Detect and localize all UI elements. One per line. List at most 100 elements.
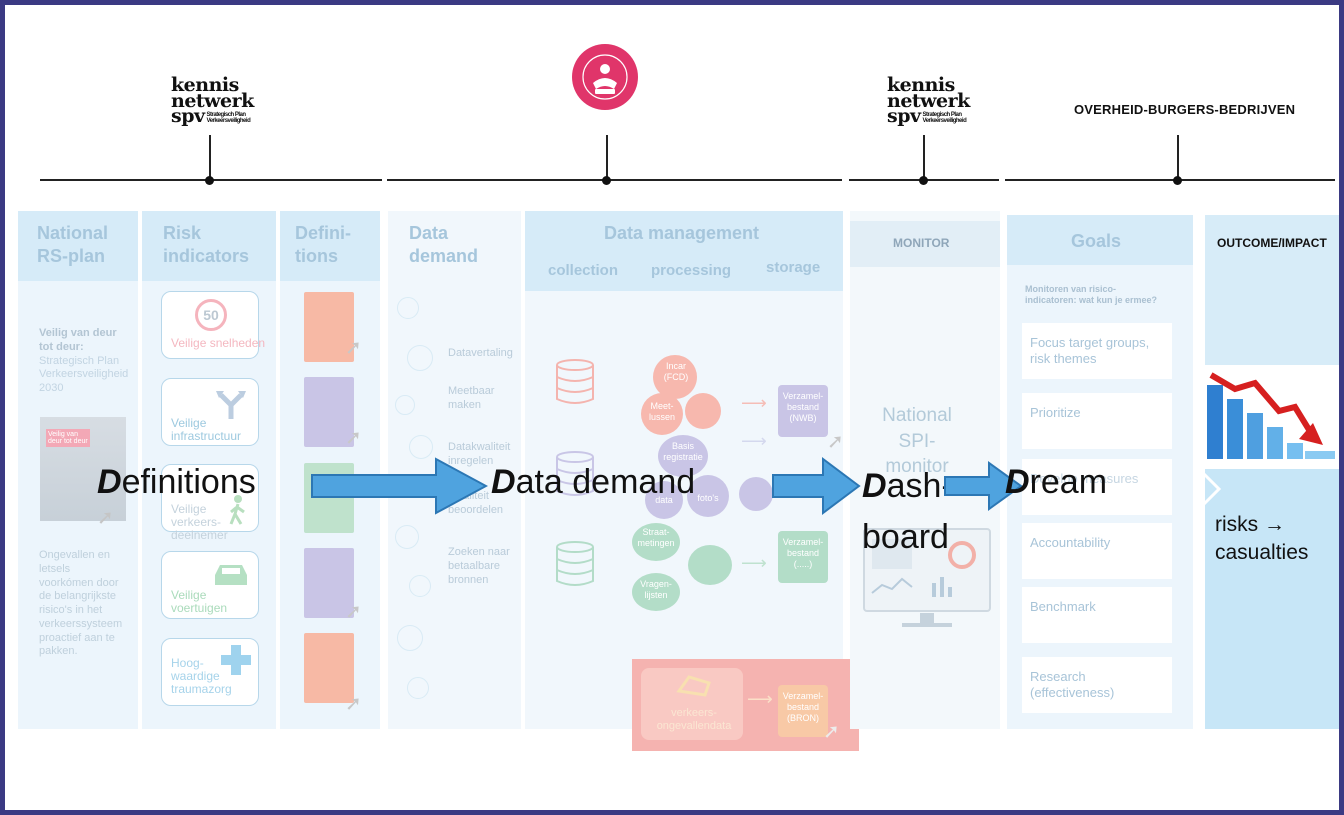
flow-arrow-icon: ⟶	[741, 553, 767, 573]
logo-sub: Strategisch Plan	[206, 112, 247, 119]
title-line: Defini-	[295, 223, 351, 243]
column-title: MONITOR	[893, 236, 950, 250]
outcome-line: risks →	[1215, 513, 1285, 536]
title-line: National	[37, 223, 109, 243]
cursor-icon: ➚	[345, 427, 362, 449]
source-node-label: Meet-lussen	[648, 401, 675, 422]
logo-line: netwerk	[887, 89, 970, 112]
data-demand-step: Datakwaliteit inregelen	[448, 441, 511, 467]
accident-data-label: verkeers-ongevallendata	[656, 707, 732, 733]
logo-line: netwerk	[171, 89, 254, 112]
step-initial: D	[491, 463, 516, 501]
accident-data-card	[641, 668, 743, 740]
medical-cross-icon	[221, 645, 251, 675]
flow-arrow-icon: ⟶	[741, 431, 767, 451]
timeline-stem	[923, 135, 925, 181]
car-icon	[211, 561, 251, 589]
step-dream: Dream	[1005, 463, 1107, 502]
timeline-segment	[387, 179, 842, 181]
stakeholders-label: OVERHEID-BURGERS-BEDRIJVEN	[1074, 102, 1296, 117]
step-rest: ream	[1029, 463, 1108, 501]
column-title: National RS-plan	[37, 222, 108, 269]
timeline-stem	[1177, 135, 1179, 181]
step-rest: efinitions	[121, 463, 256, 501]
step-initial: D	[862, 467, 887, 505]
flow-arrow-icon: ⟶	[747, 689, 773, 709]
title-line: RS-plan	[37, 246, 106, 267]
declining-chart-image	[1195, 365, 1339, 469]
title-line: demand	[409, 246, 479, 267]
plan-body-text: Ongevallen en letsels voorkómen door de …	[39, 549, 123, 658]
step-initial: D	[1005, 463, 1030, 501]
title-line: Risk	[163, 223, 202, 243]
flow-arrow-1	[310, 457, 489, 515]
logo-sub: Verkeersveiligheid	[206, 118, 251, 125]
step-data-demand: Data demand	[491, 463, 695, 502]
risk-card-label: Veilige infrastructuur	[171, 416, 242, 444]
sub-title-collection: collection	[548, 262, 619, 279]
column-header	[525, 211, 843, 291]
column-title: OUTCOME/IMPACT	[1217, 236, 1327, 250]
timeline-dot	[205, 176, 214, 185]
cursor-icon: ➚	[345, 337, 362, 359]
logo-sub: Strategisch Plan	[922, 112, 963, 119]
source-node-label: Basis registratie	[663, 441, 703, 462]
bubble-decoration	[397, 297, 419, 319]
data-demand-step: Meetbaar maken	[448, 385, 495, 411]
step-dashboard: Dash- board	[862, 461, 953, 563]
source-node	[632, 523, 680, 561]
logo-line: kennis	[171, 74, 239, 96]
data-demand-step: Zoeken naar betaalbare bronnen	[448, 546, 510, 586]
plan-title: Veilig van deur tot deur:	[39, 327, 117, 353]
title-line: tions	[295, 246, 338, 267]
source-node-label: Incar (FCD)	[663, 361, 689, 382]
column-header	[1007, 215, 1193, 265]
bubble-decoration	[409, 575, 431, 597]
database-icon	[555, 541, 595, 587]
source-node	[641, 393, 683, 435]
source-node-label: Straat-metingen	[637, 527, 675, 548]
database-icon	[555, 451, 595, 497]
flow-arrow-2	[771, 457, 861, 515]
title-line: indicators	[163, 246, 250, 267]
bubble-decoration	[409, 435, 433, 459]
bubble-decoration	[397, 625, 423, 651]
bubble-decoration	[407, 345, 433, 371]
logo-line: spv	[171, 105, 205, 128]
source-node	[687, 475, 729, 517]
source-node-label: foto's	[697, 493, 719, 503]
risk-card-label: Hoog-waardige traumazorg	[171, 656, 232, 697]
dashboard-monitor-icon	[862, 527, 992, 631]
outcome-text: risks → casualties	[1215, 511, 1308, 568]
logo-line: spv	[887, 105, 921, 128]
risk-card-label: Veilige verkeers-deelnemer	[171, 502, 228, 543]
risk-card-infra	[161, 378, 259, 446]
goal-card: Accountability	[1022, 523, 1172, 579]
step-rest: ata demand	[515, 463, 696, 501]
sub-title-storage: storage	[766, 259, 821, 276]
national-spi-ghost-text: National SPI-monitor	[882, 405, 952, 478]
goal-card: Research (effectiveness)	[1022, 657, 1172, 713]
storage-box	[778, 385, 828, 437]
column-header	[142, 211, 276, 281]
column-header	[850, 221, 1000, 267]
column-title: Data management	[604, 223, 760, 243]
definition-document-thumb	[304, 548, 354, 618]
cursor-icon: ➚	[97, 507, 114, 529]
process-node	[685, 393, 721, 429]
bubble-decoration	[395, 525, 419, 549]
cursor-icon: ➚	[827, 431, 844, 453]
definition-document-thumb	[304, 292, 354, 362]
timeline-stem	[209, 135, 211, 181]
column-monitor	[850, 211, 1000, 729]
title-line: Data	[409, 223, 449, 243]
risk-card-label: Veilige snelheden	[171, 336, 266, 350]
goal-card: Prioritize	[1022, 393, 1172, 449]
step-rest-line2: board	[862, 518, 949, 556]
logo-line: kennis	[887, 74, 955, 96]
sub-title-processing: processing	[651, 262, 732, 279]
data-demand-step: Datavertaling	[448, 347, 513, 359]
outcome-chevron-icon	[1201, 471, 1223, 507]
